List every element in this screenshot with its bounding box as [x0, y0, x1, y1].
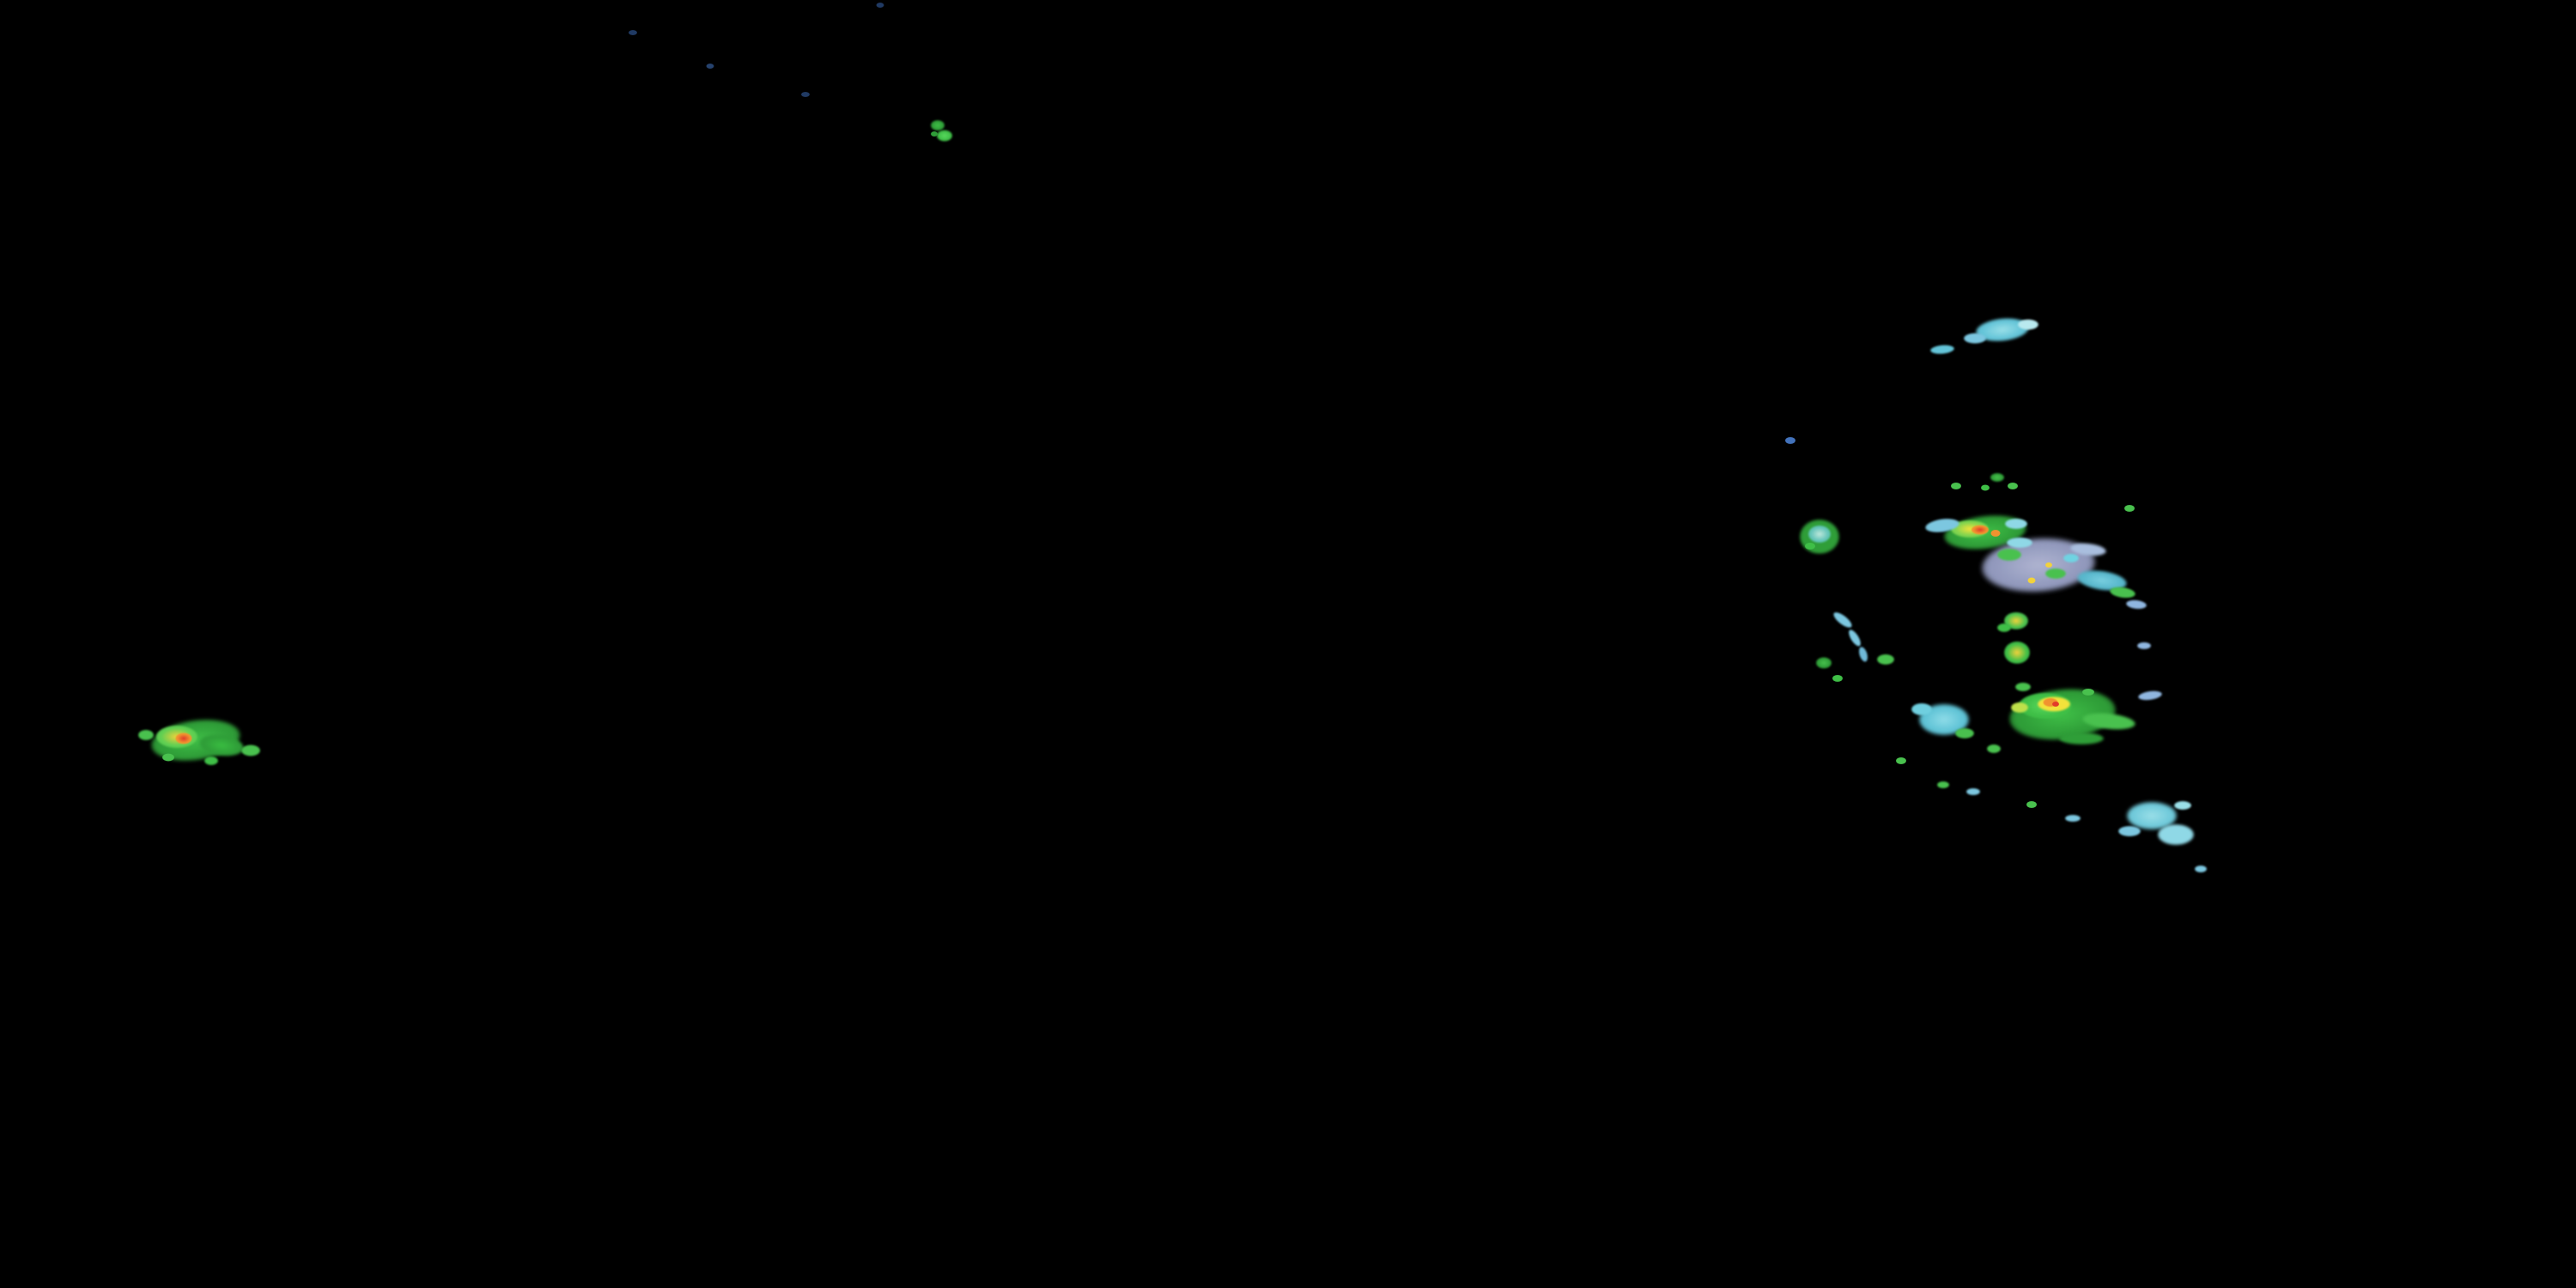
radar-echo [1955, 728, 1974, 738]
radar-echo [1997, 623, 2011, 632]
radar-echo [1856, 646, 1870, 663]
radar-echo [2137, 690, 2163, 702]
radar-echo [2007, 683, 2118, 745]
radar-echo [1987, 744, 2001, 753]
radar-echo [2174, 801, 2191, 810]
radar-echo [1990, 473, 2004, 482]
radar-echo [241, 744, 260, 756]
radar-echo [2005, 519, 2027, 529]
radar-echo [1785, 437, 1795, 444]
radar-echo [1974, 315, 2031, 344]
radar-echo [1896, 757, 1906, 764]
radar-echo [1831, 610, 1855, 630]
radar-echo [1800, 519, 1839, 554]
radar-echo [2118, 826, 2141, 836]
radar-echo [2127, 802, 2177, 829]
radar-echo [1846, 628, 1863, 648]
radar-echo [2043, 698, 2058, 707]
radar-echo [2027, 577, 2036, 584]
radar-echo [2124, 505, 2135, 512]
radar-echo [2004, 641, 2030, 664]
radar-echo [1979, 534, 2098, 596]
radar-echo [2007, 538, 2032, 548]
radar-echo [2069, 541, 2107, 558]
radar-echo [1937, 781, 1949, 788]
radar-echo [937, 130, 952, 142]
radar-echo [1924, 516, 1960, 535]
radar-echo [2045, 562, 2052, 568]
radar-echo [2137, 642, 2151, 649]
radar-echo [156, 726, 197, 748]
radar-echo [2158, 824, 2194, 845]
radar-echo [2109, 585, 2136, 600]
radar-echo [2081, 710, 2136, 732]
radar-echo [2059, 732, 2104, 744]
radar-echo [1877, 654, 1894, 665]
radar-echo [1808, 526, 1831, 543]
radar-echo [204, 756, 218, 765]
radar-echo [1981, 484, 1990, 491]
radar-echo [2045, 568, 2066, 579]
radar-echo [175, 732, 192, 744]
radar-echo [2011, 702, 2028, 713]
radar-echo [2019, 693, 2072, 719]
radar-echo [162, 753, 174, 762]
radar-echo [2026, 801, 2037, 808]
radar-echo [1942, 511, 2028, 554]
radar-echo [1971, 525, 1989, 535]
radar-echo [2052, 702, 2059, 707]
radar-echo [1951, 520, 1989, 538]
radar-echo [138, 730, 154, 740]
radar-echo [2015, 683, 2031, 691]
radar-echo [629, 30, 637, 35]
radar-echo [2038, 696, 2070, 712]
radar-echo [1951, 483, 1961, 489]
radar-echo [2075, 568, 2129, 593]
radar-echo [2018, 319, 2038, 330]
radar-echo [1919, 704, 1969, 735]
radar-echo [2004, 612, 2028, 629]
radar-echo [1990, 530, 2001, 537]
radar-echo [2008, 483, 2018, 489]
radar-echo [149, 714, 243, 767]
radar-echo [1964, 333, 1986, 343]
radar-echo [876, 3, 884, 8]
radar-echo [1832, 675, 1843, 682]
radar-echo [1816, 657, 1832, 669]
radar-echo [1805, 543, 1815, 550]
radar-echo [2082, 689, 2094, 696]
radar-echo [1997, 549, 2021, 561]
radar-echo [931, 131, 938, 137]
radar-echo [1966, 788, 1980, 795]
radar-echo [2063, 554, 2079, 562]
radar-echo [931, 120, 945, 131]
radar-echo [2125, 598, 2148, 611]
radar-echo [801, 92, 810, 97]
radar-echo [706, 64, 714, 69]
radar-echo [197, 732, 246, 759]
radar-echo [1929, 343, 1955, 355]
radar-echo [1911, 703, 1932, 715]
radar-echo [2065, 815, 2081, 822]
radar-echo [2195, 866, 2207, 872]
